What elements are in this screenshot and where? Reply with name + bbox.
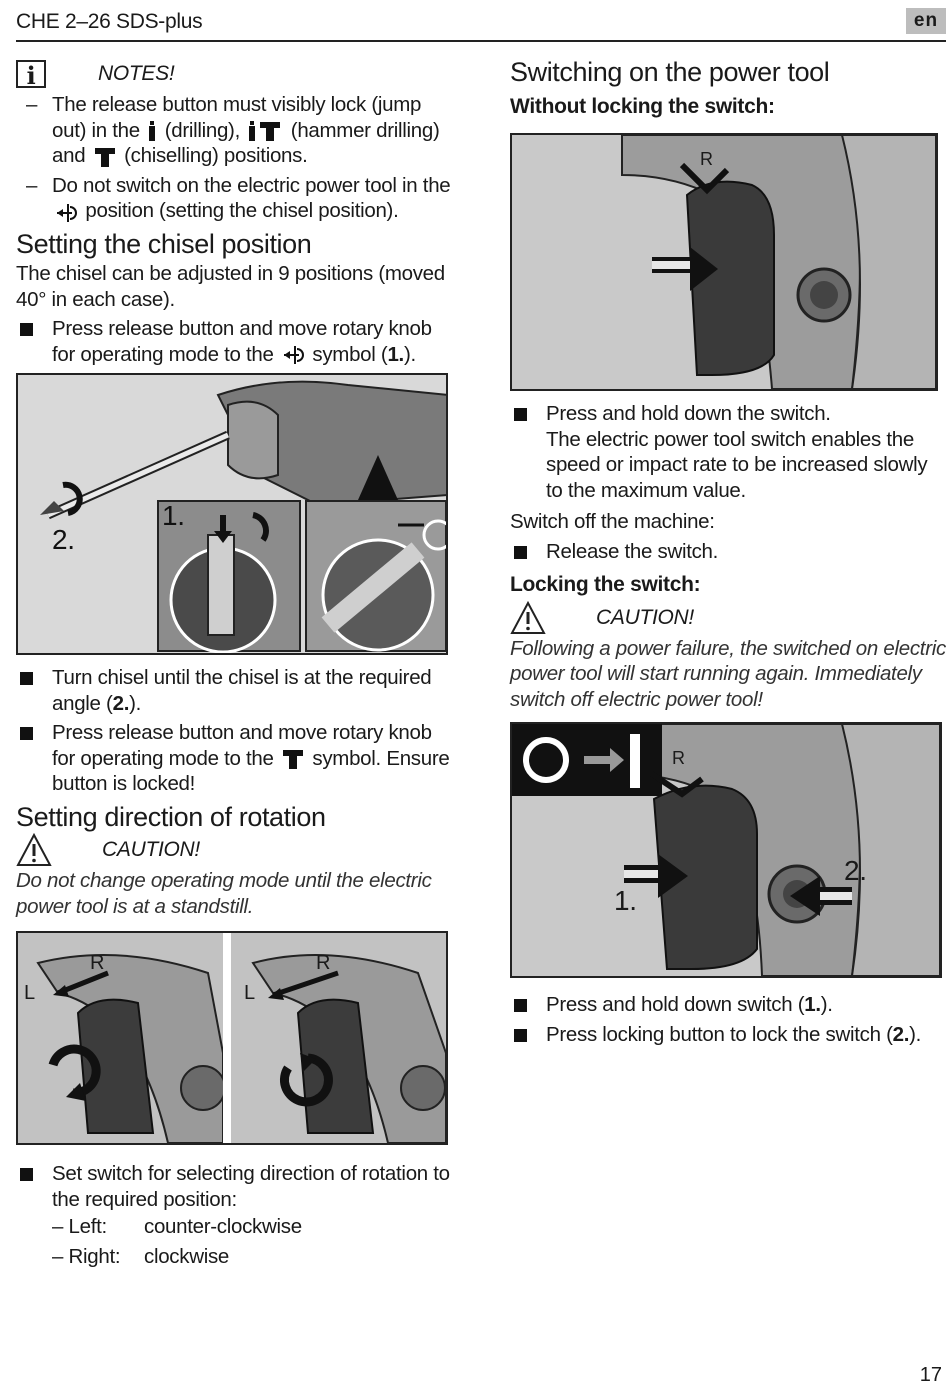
step-text: symbol (	[312, 342, 388, 366]
step-text: symbol. Ensure button is locked!	[52, 746, 450, 796]
drill-mode-icon	[149, 121, 156, 142]
switch-locking-illustration	[512, 724, 940, 976]
hold-steps: Press and hold down the switch. The elec…	[510, 401, 946, 503]
option-value: clockwise	[144, 1244, 230, 1268]
chisel-mode-icon	[94, 147, 115, 167]
note-text: position (setting the chisel position).	[85, 199, 399, 222]
caution-heading: CAUTION!	[510, 600, 946, 634]
step-ref: 2.	[892, 1022, 910, 1046]
step-ref: 1.	[804, 993, 821, 1016]
option-key: – Right:	[52, 1244, 121, 1268]
step-item: Turn chisel until the chisel is at the r…	[16, 665, 456, 716]
step-item: Set switch for selecting direction of ro…	[16, 1161, 456, 1269]
step-text: Turn chisel until the chisel is at the r…	[52, 666, 432, 715]
left-column: i NOTES! The release button must visibly…	[16, 58, 456, 1275]
subheading-without-locking: Without locking the switch:	[510, 94, 775, 118]
step-item: Press and hold down the switch. The elec…	[510, 401, 946, 503]
figure-switch-locking: R 1. 2.	[510, 722, 942, 978]
step-text: Press and hold down switch (	[546, 993, 805, 1016]
chisel-steps-continued: Turn chisel until the chisel is at the r…	[16, 665, 456, 797]
note-text: Do not switch on the electric power tool…	[52, 173, 451, 197]
figure-label-1: 1.	[162, 500, 185, 532]
figure-rotation-direction: R L R L	[16, 931, 448, 1146]
switch-direction-label: R	[700, 149, 713, 169]
notes-label: NOTES!	[98, 62, 175, 86]
rotation-option-right: – Right: clockwise	[52, 1244, 456, 1270]
chisel-intro: The chisel can be adjusted in 9 position…	[16, 262, 445, 311]
rotation-options: – Left: counter-clockwise – Right: clockwi…	[52, 1214, 456, 1269]
step-text: Press locking button to lock the switch …	[546, 1022, 893, 1046]
rotation-left-label: L	[244, 982, 255, 1005]
step-text: Press release button and move rotary kno…	[52, 317, 432, 366]
step-text: Set switch for selecting direction of ro…	[52, 1162, 450, 1211]
figure-switch: R	[510, 133, 938, 391]
note-item: Do not switch on the electric power tool…	[16, 173, 456, 224]
note-item: The release button must visibly lock (ju…	[16, 92, 456, 169]
caution-heading: CAUTION!	[16, 833, 456, 867]
step-text: Press release button and move rotary kno…	[52, 721, 432, 770]
info-icon: i	[16, 60, 46, 90]
figure-label-1: 1.	[614, 885, 637, 916]
rotation-right-label: R	[90, 952, 105, 975]
document-title: CHE 2–26 SDS-plus	[16, 10, 203, 33]
step-item: Press release button and move rotary kno…	[16, 720, 456, 797]
note-text: The release button must visibly lock (ju…	[52, 93, 422, 142]
note-text: (chiselling) positions.	[124, 144, 308, 167]
rotation-right-label: R	[316, 952, 331, 975]
step-text: Press and hold down the switch.	[546, 402, 831, 425]
rotation-left-label: L	[24, 982, 35, 1005]
language-badge: en	[906, 8, 946, 34]
figure-chisel-setting: 1. 2.	[16, 373, 448, 656]
step-item: Press locking button to lock the switch …	[510, 1022, 946, 1048]
header-rule	[16, 40, 946, 42]
step-text: ).	[820, 993, 833, 1016]
warning-icon	[510, 600, 546, 634]
right-column: Switching on the power tool Without lock…	[510, 58, 946, 1053]
page-number: 17	[919, 1364, 942, 1386]
switch-off-text: Switch off the machine:	[510, 510, 715, 533]
caution-label: CAUTION!	[102, 838, 200, 862]
step-text: ).	[909, 1022, 922, 1046]
caution-text: Following a power failure, the switched …	[510, 636, 946, 711]
section-heading-rotation: Setting direction of rotation	[16, 801, 326, 832]
switch-direction-label: R	[672, 748, 685, 768]
option-value: counter-clockwise	[144, 1215, 302, 1239]
chisel-mode-icon	[282, 750, 303, 770]
option-key: – Left:	[52, 1215, 107, 1239]
caution-label: CAUTION!	[596, 605, 694, 629]
note-text: (drilling),	[164, 118, 241, 142]
lock-steps: Press and hold down switch (1.). Press l…	[510, 992, 946, 1047]
notes-list: The release button must visibly lock (ju…	[16, 92, 456, 224]
step-ref: 1.	[387, 342, 404, 366]
rotation-steps: Set switch for selecting direction of ro…	[16, 1161, 456, 1269]
step-item: Press release button and move rotary kno…	[16, 316, 456, 367]
rotation-option-left: – Left: counter-clockwise	[52, 1214, 456, 1240]
chisel-setting-icon	[57, 203, 77, 222]
notes-heading: i NOTES!	[16, 58, 456, 90]
chisel-steps: Press release button and move rotary kno…	[16, 316, 456, 367]
figure-label-2: 2.	[52, 524, 75, 556]
hammer-drill-mode-icon	[249, 121, 281, 142]
section-heading-chisel: Setting the chisel position	[16, 228, 312, 259]
chisel-setting-illustration	[18, 375, 446, 654]
step-text: ).	[403, 342, 416, 366]
subheading-locking: Locking the switch:	[510, 573, 701, 596]
rotation-direction-illustration	[18, 933, 446, 1144]
release-steps: Release the switch.	[510, 539, 946, 565]
step-text: ).	[129, 691, 142, 715]
step-ref: 2.	[112, 691, 130, 715]
section-heading-switching: Switching on the power tool	[510, 57, 830, 87]
note-text: (hammer drilling) and	[52, 118, 440, 168]
warning-icon	[16, 833, 52, 867]
figure-label-2: 2.	[844, 855, 867, 886]
step-item: Release the switch.	[510, 539, 946, 565]
switch-illustration	[512, 135, 936, 389]
chisel-setting-icon	[283, 346, 304, 365]
step-text: The electric power tool switch enables t…	[546, 427, 928, 502]
step-item: Press and hold down switch (1.).	[510, 992, 946, 1018]
caution-text: Do not change operating mode until the e…	[16, 869, 432, 918]
